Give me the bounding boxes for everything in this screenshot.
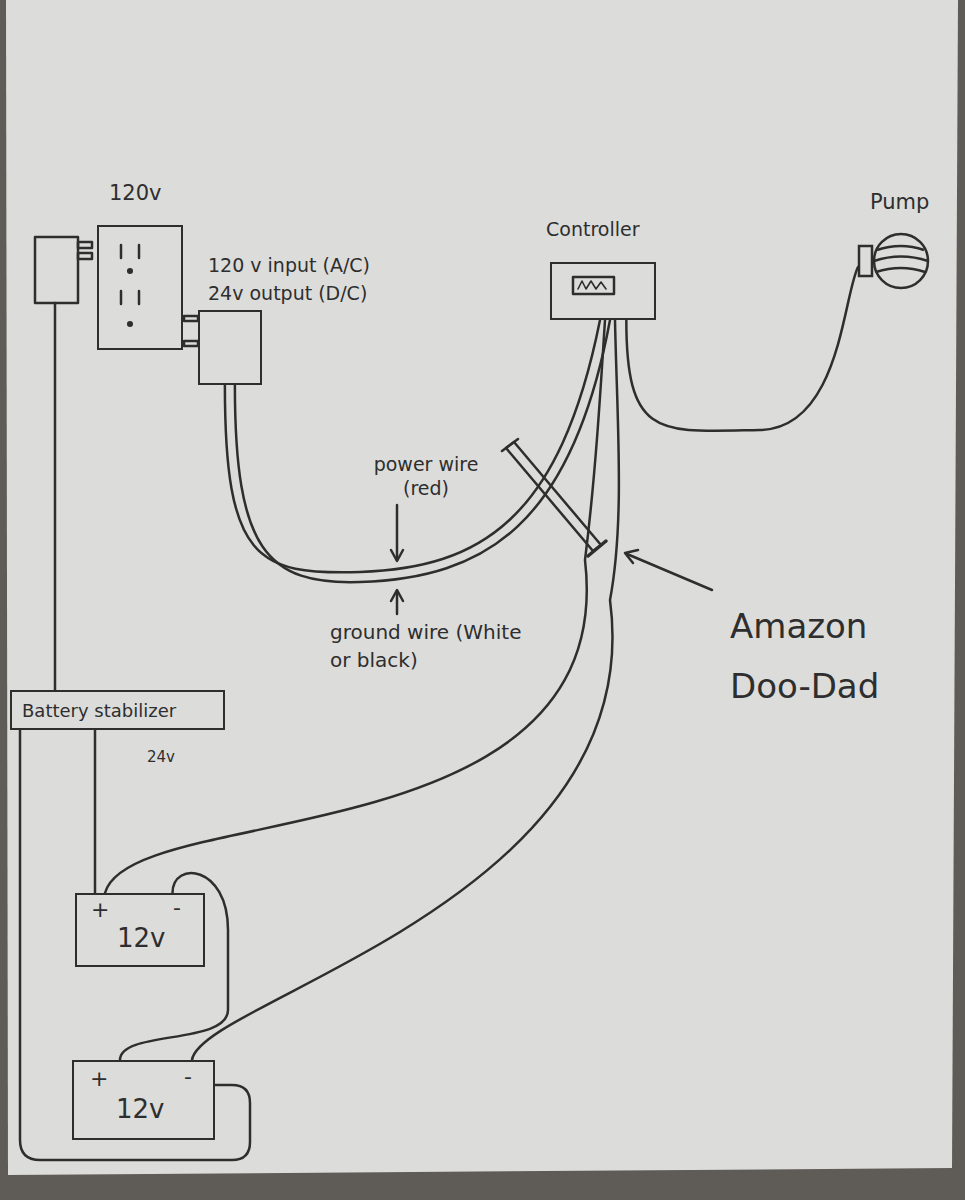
pump-outline: [858, 232, 930, 290]
fuse-holder-cap: [588, 541, 606, 556]
adapter-prong: [184, 341, 198, 346]
battery-voltage: 12v: [117, 923, 165, 954]
wire: [105, 320, 605, 893]
adapter-output-note: 24v output (D/C): [208, 282, 367, 305]
wire-line: [105, 320, 605, 893]
pump: Pump: [858, 232, 930, 290]
positive-terminal: +: [91, 897, 109, 923]
controller-heading: Controller: [546, 218, 639, 241]
arrow-head: [391, 590, 403, 601]
controller-display: [573, 277, 614, 294]
outlet-ground-hole: [128, 269, 132, 273]
outlet-slot: [120, 245, 123, 258]
plug-prong: [78, 242, 92, 248]
arrow-head: [625, 550, 638, 563]
arrow-head: [391, 550, 403, 561]
wire-line: [94, 730, 97, 893]
battery-stabilizer: Battery stabilizer24v: [10, 690, 225, 730]
plug-prong: [78, 253, 92, 259]
leader-arrow: [627, 554, 712, 590]
pump-stripe: [876, 268, 925, 272]
wire-line: [626, 267, 858, 431]
wire: [225, 320, 610, 582]
wall-outlet: 120v: [97, 225, 183, 350]
adapter-input-note: 120 v input (A/C): [208, 254, 370, 277]
power-adapter: 120 v input (A/C)24v output (D/C): [198, 310, 262, 385]
wire-line: [192, 320, 619, 1060]
pump-stripe: [874, 257, 928, 262]
display-scribble: [578, 281, 606, 289]
positive-terminal: +: [90, 1066, 108, 1092]
negative-terminal: -: [173, 895, 181, 921]
pump-stripe: [877, 246, 924, 250]
leader-arrow: [396, 505, 399, 560]
wire-note: power wire (red): [362, 452, 490, 500]
stabilizer-voltage: 24v: [147, 748, 175, 766]
wire: [626, 267, 858, 431]
leader-arrow: [396, 591, 399, 614]
wire-line: [225, 320, 600, 572]
fuse-holder-cap: [502, 439, 518, 451]
wire: [192, 320, 619, 1060]
wire: [95, 730, 96, 893]
pump-inlet: [859, 246, 872, 276]
battery: + -12v: [75, 893, 205, 967]
wire-line: [20, 730, 250, 1160]
wire-line: [235, 320, 610, 582]
pump-heading: Pump: [870, 190, 929, 215]
wire-note: ground wire (White or black): [330, 618, 530, 674]
wall-plug: [35, 237, 78, 303]
pump-controller: Controller: [550, 262, 656, 320]
outlet-slot: [120, 291, 123, 304]
battery-voltage: 12v: [116, 1094, 164, 1125]
outlet-heading: 120v: [109, 181, 162, 206]
stabilizer-name: Battery stabilizer: [22, 700, 176, 722]
battery: + -12v: [72, 1060, 215, 1140]
plug-cord: [54, 303, 57, 690]
paper-sheet: [6, 0, 958, 1175]
negative-terminal: -: [184, 1064, 192, 1090]
pump-housing: [874, 234, 928, 288]
outlet-ground-hole: [128, 322, 132, 326]
outlet-slot: [138, 245, 141, 258]
outlet-slot: [138, 291, 141, 304]
part-note: Amazon Doo-Dad: [730, 596, 900, 716]
wire: [20, 730, 250, 1160]
adapter-prong: [184, 316, 198, 321]
